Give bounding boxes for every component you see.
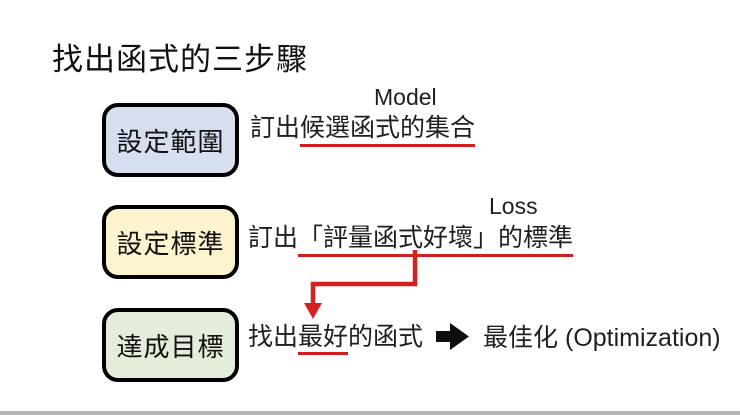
model-tag: Model xyxy=(374,84,437,110)
slide-title: 找出函式的三步驟 xyxy=(52,42,308,77)
step-box-set-scope: 設定範圍 xyxy=(102,103,239,177)
step-box-label: 設定標準 xyxy=(116,228,225,259)
step2-desc-prefix: 訂出 xyxy=(248,224,299,252)
step1-description: 訂出候選函式的集合 xyxy=(250,108,476,147)
right-arrow-icon xyxy=(436,322,470,350)
step3-desc-prefix: 找出 xyxy=(248,322,299,351)
step1-desc-prefix: 訂出 xyxy=(250,114,301,142)
step-box-set-criteria: 設定標準 xyxy=(102,205,239,279)
step3-desc-underlined: 最好 xyxy=(298,323,349,356)
red-connector-arrow xyxy=(304,250,418,319)
slide-bottom-edge xyxy=(0,411,740,415)
step-box-label: 達成目標 xyxy=(116,331,225,362)
step3-description-row: 找出最好的函式 最佳化 (Optimization) xyxy=(248,316,721,356)
step-box-label: 設定範圍 xyxy=(116,126,225,157)
step3-desc-suffix: 的函式 xyxy=(348,322,424,351)
step1-desc-underlined: 候選函式的集合 xyxy=(300,114,476,147)
loss-tag: Loss xyxy=(489,193,538,219)
optimization-label: 最佳化 (Optimization) xyxy=(483,324,721,352)
step-box-achieve-goal: 達成目標 xyxy=(102,308,239,382)
step2-desc-underlined: 「評量函式好壞」的標準 xyxy=(298,224,574,257)
step2-description: 訂出「評量函式好壞」的標準 xyxy=(248,218,574,257)
step3-description: 找出最好的函式 xyxy=(248,317,423,356)
